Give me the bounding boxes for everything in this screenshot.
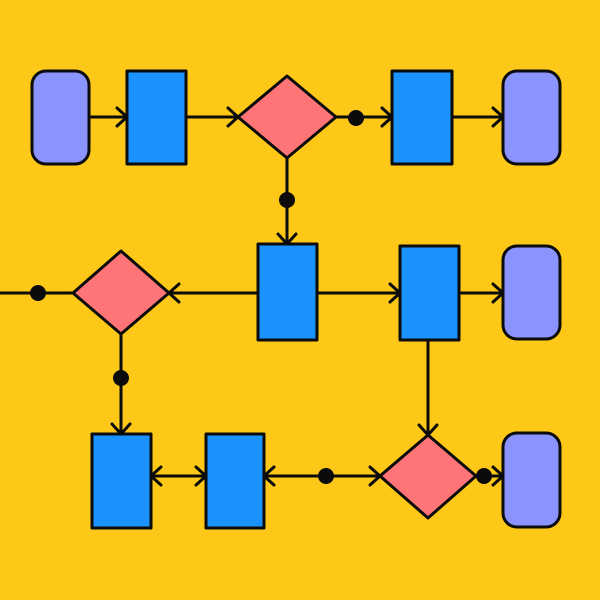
connector-dot: [279, 192, 295, 208]
terminal-node-end-3[interactable]: [501, 431, 562, 529]
process-node-2[interactable]: [390, 69, 454, 166]
process-node-1[interactable]: [125, 69, 188, 166]
process-node-3[interactable]: [256, 242, 319, 342]
connector-dot: [113, 370, 129, 386]
process-node-6[interactable]: [204, 432, 266, 530]
decision-node-3[interactable]: [378, 433, 478, 520]
decision-node-1[interactable]: [236, 74, 338, 160]
connector-dot: [318, 468, 334, 484]
process-node-5[interactable]: [90, 432, 153, 530]
connector-dot: [476, 468, 492, 484]
terminal-node-start[interactable]: [30, 69, 91, 166]
connector-dot: [348, 110, 364, 126]
decision-node-2[interactable]: [71, 249, 171, 336]
process-node-4[interactable]: [398, 244, 461, 342]
terminal-node-end-1[interactable]: [501, 69, 562, 166]
terminal-node-end-2[interactable]: [501, 244, 562, 341]
connector-dot: [30, 285, 46, 301]
